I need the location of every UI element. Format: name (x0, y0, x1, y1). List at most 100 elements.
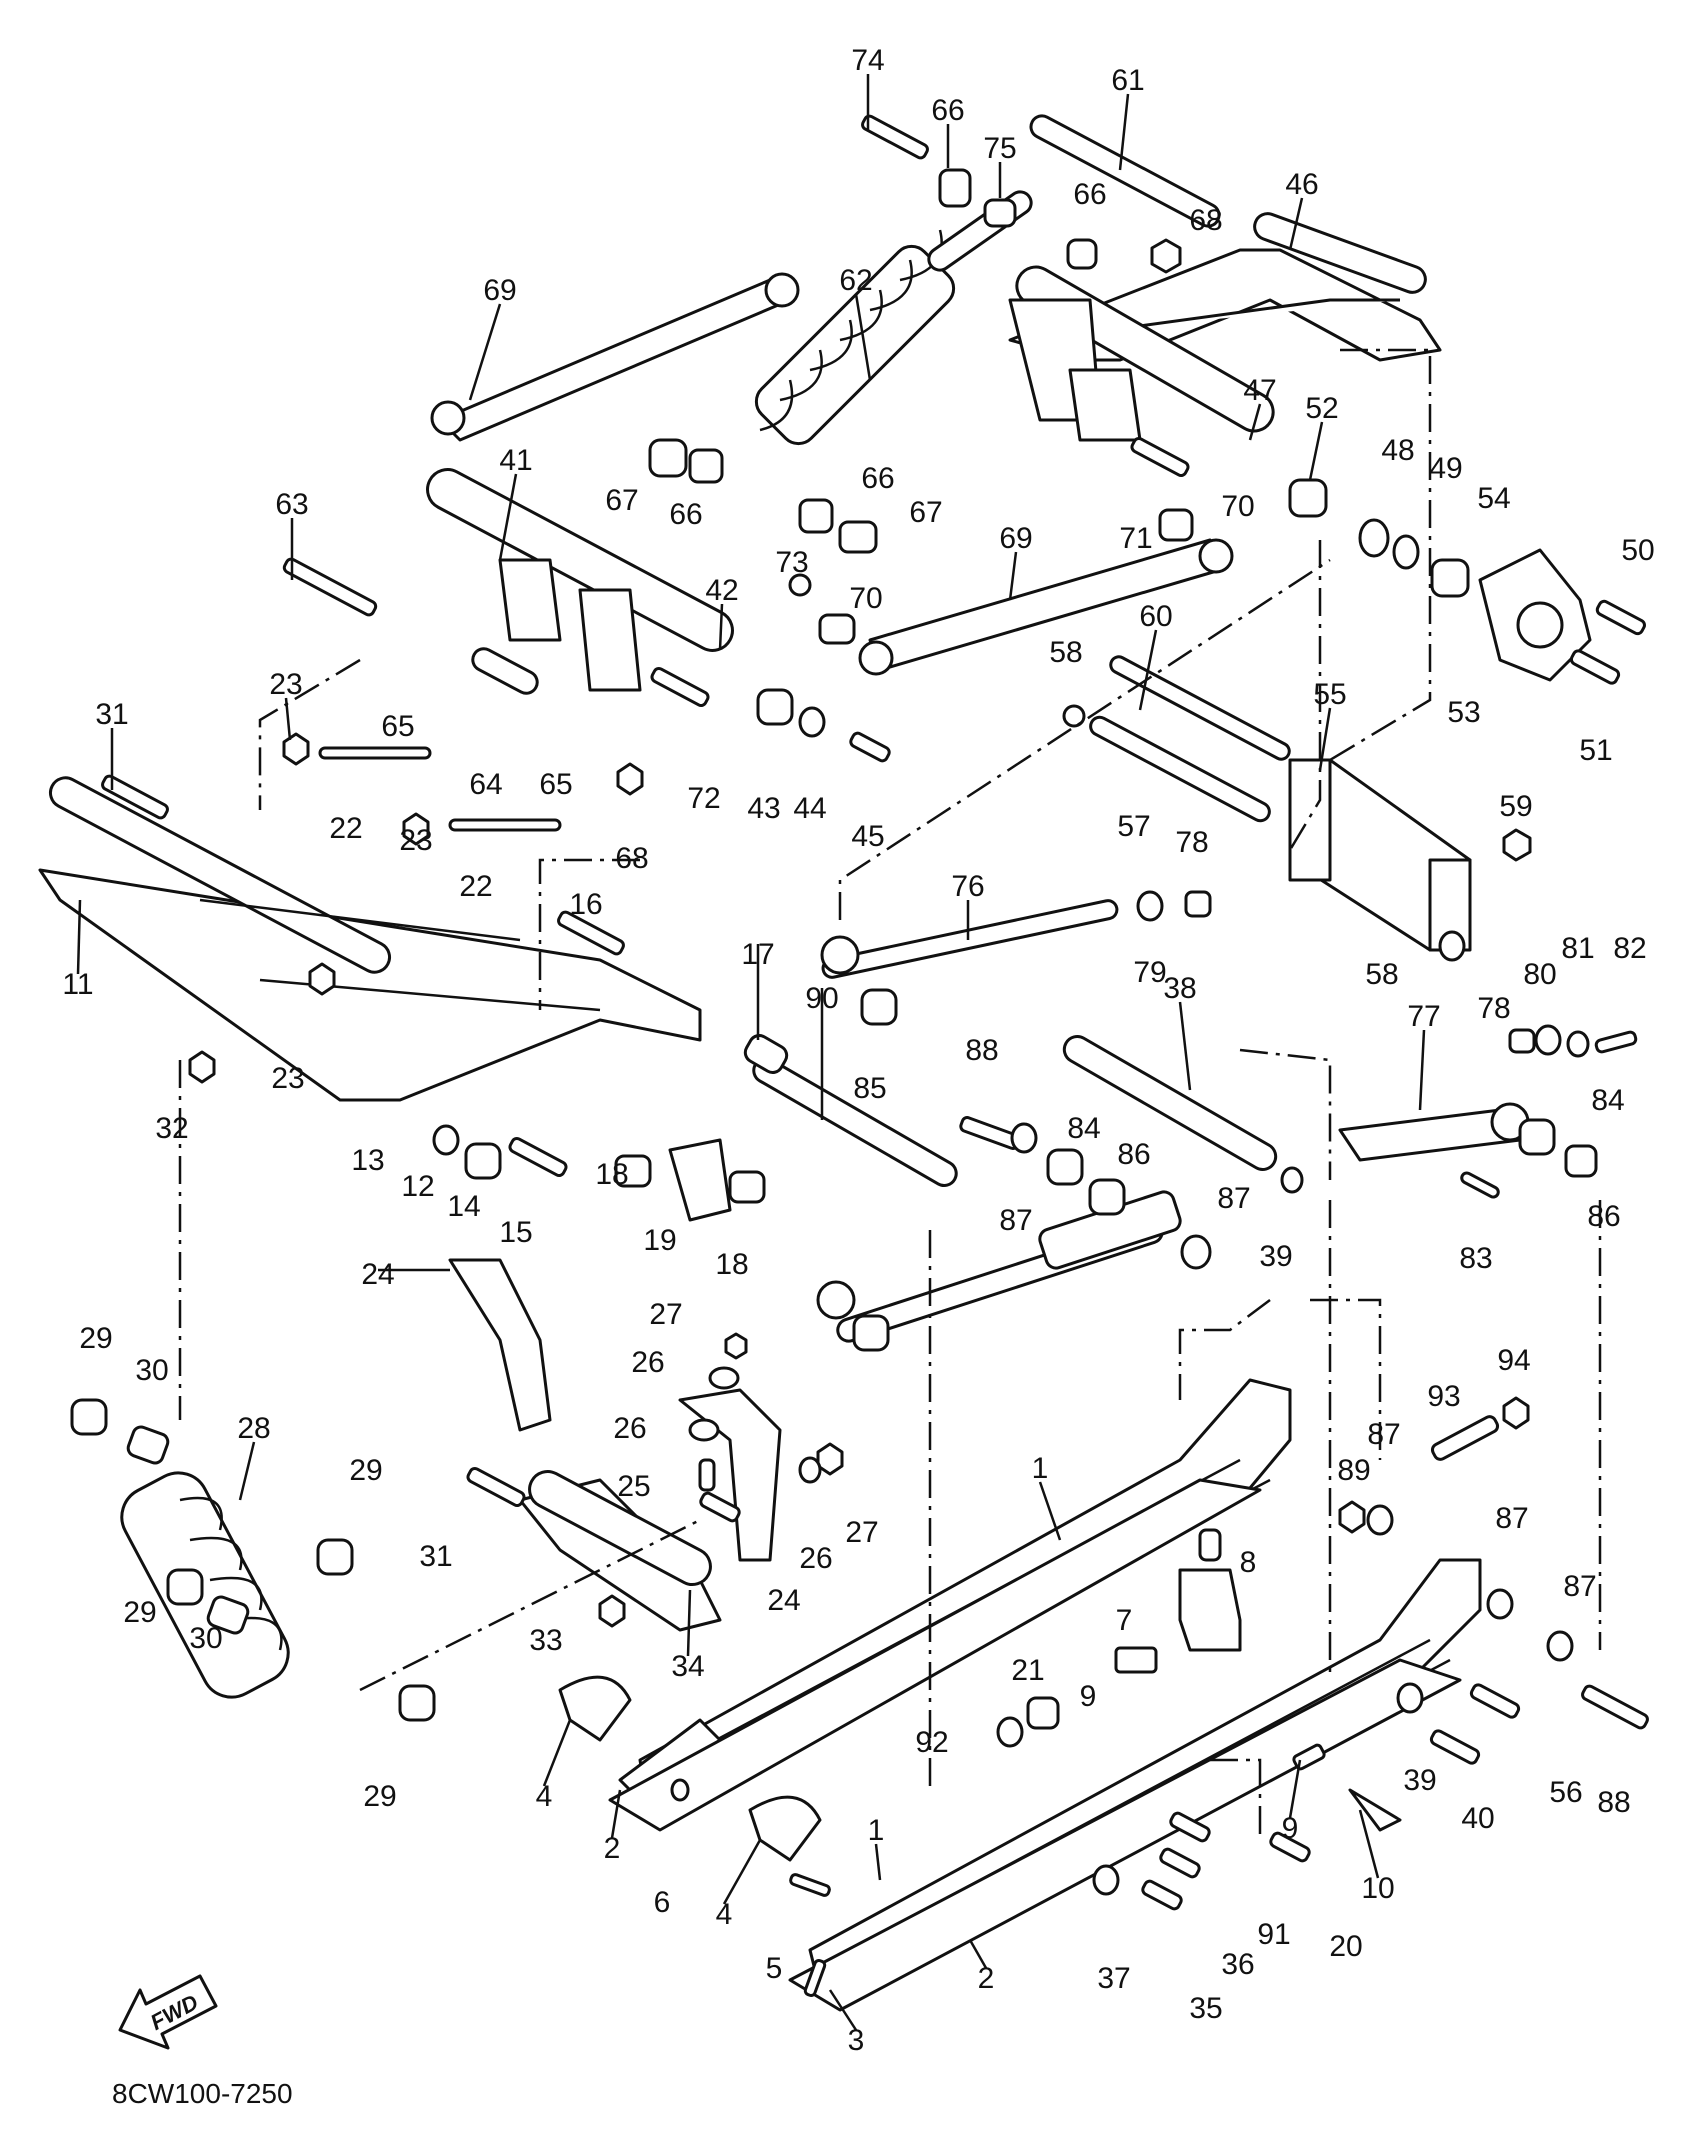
plate-53 (1478, 548, 1592, 682)
callout-c51: 51 (1579, 734, 1612, 767)
front-arm-11 (38, 776, 702, 1102)
callout-c29b: 29 (349, 1454, 382, 1487)
callout-c84a: 84 (1067, 1112, 1100, 1145)
callout-c87c: 87 (1367, 1418, 1400, 1451)
bracket-55 (1288, 758, 1472, 952)
slide-rail-2-upper (608, 1478, 1262, 1832)
callout-c21: 21 (1011, 1654, 1044, 1687)
callout-c90: 90 (805, 982, 838, 1015)
callout-c2b: 2 (978, 1962, 995, 1995)
callout-c67b: 67 (909, 496, 942, 529)
callout-c39b: 39 (1403, 1764, 1436, 1797)
callout-c1a: 1 (1032, 1452, 1049, 1485)
callout-c48: 48 (1381, 434, 1414, 467)
callout-c62: 62 (839, 264, 872, 297)
callout-c76: 76 (951, 870, 984, 903)
callout-c57: 57 (1117, 810, 1150, 843)
callout-c54: 54 (1477, 482, 1510, 515)
callout-c3: 3 (848, 2024, 865, 2057)
damper-rod (816, 1190, 1182, 1343)
alignment-lines (178, 348, 1602, 1840)
fwd-arrow: FWD (118, 1974, 218, 2050)
rear-bumper-8 (1178, 1568, 1242, 1652)
callout-c66a: 66 (931, 94, 964, 127)
diagram-code: 8CW100-7250 (112, 2078, 293, 2109)
callout-c17: 17 (741, 938, 774, 971)
callout-c53: 53 (1447, 696, 1480, 729)
callout-c55: 55 (1313, 678, 1346, 711)
callout-c35: 35 (1189, 1992, 1222, 2025)
shaft-61 (1029, 114, 1221, 228)
callout-c47: 47 (1243, 374, 1276, 407)
callout-c1b: 1 (868, 1814, 885, 1847)
callout-c41: 41 (499, 444, 532, 477)
rods-60-57 (1089, 655, 1291, 823)
callout-c5: 5 (766, 1952, 783, 1985)
callout-c25: 25 (617, 1470, 650, 1503)
callout-c26b: 26 (613, 1412, 646, 1445)
callout-c61: 61 (1111, 64, 1144, 97)
callout-c15: 15 (499, 1216, 532, 1249)
links-69 (430, 272, 1234, 676)
callout-c88b: 88 (1597, 1786, 1630, 1819)
shock-absorber-28 (120, 1471, 290, 1699)
callout-c28: 28 (237, 1412, 270, 1445)
callout-c80: 80 (1523, 958, 1556, 991)
callout-c46: 46 (1285, 168, 1318, 201)
callout-c84b: 84 (1591, 1084, 1624, 1117)
callout-c27b: 27 (845, 1516, 878, 1549)
callout-c9b: 9 (1282, 1812, 1299, 1845)
callout-c67a: 67 (605, 484, 638, 517)
callout-c38: 38 (1163, 972, 1196, 1005)
callout-c77: 77 (1407, 1000, 1440, 1033)
shaft-38 (1062, 1035, 1278, 1171)
callout-c24a: 24 (361, 1258, 394, 1291)
callout-c33: 33 (529, 1624, 562, 1657)
callout-c92: 92 (915, 1726, 948, 1759)
callout-c29c: 29 (123, 1596, 156, 1629)
shaft-76 (820, 899, 1119, 979)
callout-c29d: 29 (363, 1780, 396, 1813)
leader-lines (76, 74, 1426, 2031)
callout-c31b: 31 (419, 1540, 452, 1573)
callout-c66b: 66 (1073, 178, 1106, 211)
callout-c4a: 4 (536, 1780, 553, 1813)
callout-c82: 82 (1613, 932, 1646, 965)
callout-c30a: 30 (135, 1354, 168, 1387)
callout-c23c: 23 (271, 1062, 304, 1095)
callout-c13: 13 (351, 1144, 384, 1177)
callout-c6: 6 (654, 1886, 671, 1919)
callout-c31a: 31 (95, 698, 128, 731)
callout-c85a: 85 (853, 1072, 886, 1105)
callout-c24b: 24 (767, 1584, 800, 1617)
callout-c93: 93 (1427, 1380, 1460, 1413)
callout-c23b: 23 (399, 824, 432, 857)
callout-c75: 75 (983, 132, 1016, 165)
callout-c58b: 58 (1365, 958, 1398, 991)
callout-c68b: 68 (615, 842, 648, 875)
callout-c52: 52 (1305, 392, 1338, 425)
bracket-24-lower (518, 1470, 722, 1632)
callout-c20: 20 (1329, 1930, 1362, 1963)
callout-c12: 12 (401, 1170, 434, 1203)
callout-c30b: 30 (189, 1622, 222, 1655)
callout-c4b: 4 (716, 1898, 733, 1931)
callout-c16: 16 (569, 888, 602, 921)
callout-c49: 49 (1429, 452, 1462, 485)
callout-c43: 43 (747, 792, 780, 825)
callout-c11: 11 (62, 968, 93, 1001)
slide-rail-2-lower (788, 1658, 1462, 2012)
callout-c44: 44 (793, 792, 826, 825)
callout-c45: 45 (851, 820, 884, 853)
callout-c9a: 9 (1080, 1680, 1097, 1713)
callout-c14: 14 (447, 1190, 480, 1223)
front-arm-41 (426, 468, 734, 692)
callout-c71: 71 (1119, 522, 1152, 555)
callout-c66d: 66 (861, 462, 894, 495)
callout-c42: 42 (705, 574, 738, 607)
callout-c60: 60 (1139, 600, 1172, 633)
callout-c91: 91 (1257, 1918, 1290, 1951)
callout-c39a: 39 (1259, 1240, 1292, 1273)
callout-c7: 7 (1116, 1604, 1133, 1637)
